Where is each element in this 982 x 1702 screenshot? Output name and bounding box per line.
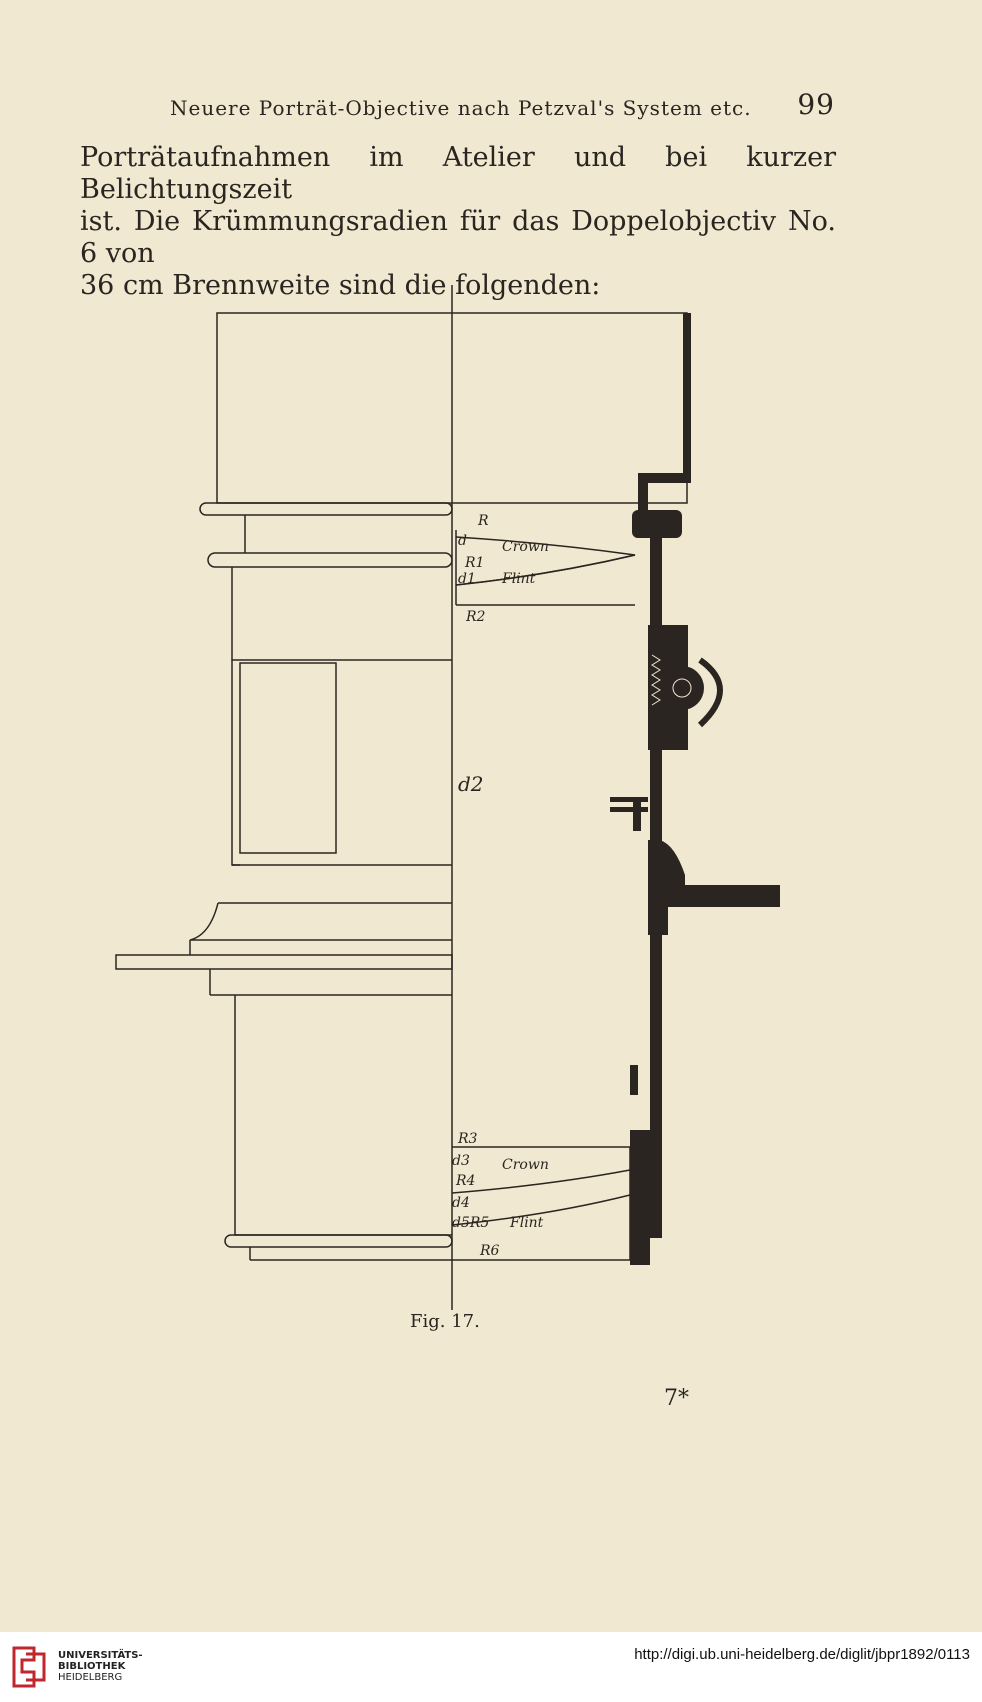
flange: [207, 552, 453, 568]
body-line: 36 cm Brennweite sind die folgenden:: [80, 270, 601, 301]
label-d4: d4: [452, 1195, 470, 1211]
gear-icon: [660, 666, 704, 710]
running-header: Neuere Porträt-Objective nach Petzval's …: [170, 88, 835, 124]
label-R1: R1: [464, 555, 484, 571]
window-slot: [239, 662, 337, 854]
label-crown: Crown: [502, 539, 549, 555]
library-footer: UNIVERSITÄTS- BIBLIOTHEK HEIDELBERG http…: [0, 1632, 982, 1702]
running-title: Neuere Porträt-Objective nach Petzval's …: [170, 96, 752, 120]
label-d3: d3: [452, 1153, 470, 1169]
label-d2: d2: [458, 772, 484, 796]
label-crown: Crown: [502, 1157, 549, 1173]
label-R6: R6: [479, 1243, 500, 1259]
source-url-link[interactable]: http://digi.ub.uni-heidelberg.de/diglit/…: [634, 1646, 970, 1663]
page-number: 99: [797, 88, 835, 121]
flange: [199, 502, 453, 516]
flint-lens: [451, 1194, 631, 1226]
crown-lens: [451, 1169, 631, 1194]
figure-caption: Fig. 17.: [410, 1311, 480, 1332]
library-name: UNIVERSITÄTS- BIBLIOTHEK HEIDELBERG: [58, 1650, 143, 1683]
flint-lens: [455, 554, 636, 586]
label-R: R: [477, 513, 489, 529]
label-R4: R4: [455, 1173, 475, 1189]
label-d5R5: d5R5: [452, 1215, 489, 1231]
label-R2: R2: [465, 609, 486, 625]
body-line: Porträtaufnahmen im Atelier und bei kurz…: [80, 142, 836, 205]
signature-mark: 7*: [664, 1386, 689, 1411]
label-flint: Flint: [509, 1215, 544, 1231]
body-line: ist. Die Krümmungsradien für das Doppelo…: [80, 206, 836, 269]
library-logo: [12, 1646, 46, 1688]
flange: [224, 1234, 453, 1248]
label-d: d: [458, 533, 467, 549]
label-flint: Flint: [501, 571, 536, 587]
label-R3: R3: [457, 1131, 478, 1147]
body-paragraph: Porträtaufnahmen im Atelier und bei kurz…: [80, 142, 836, 302]
label-d1: d1: [458, 571, 476, 587]
lens-diagram: R d Crown R1 d1 Flint R2 d2 R3 d3 Crown …: [115, 285, 780, 1310]
mount-plate: [115, 954, 453, 970]
